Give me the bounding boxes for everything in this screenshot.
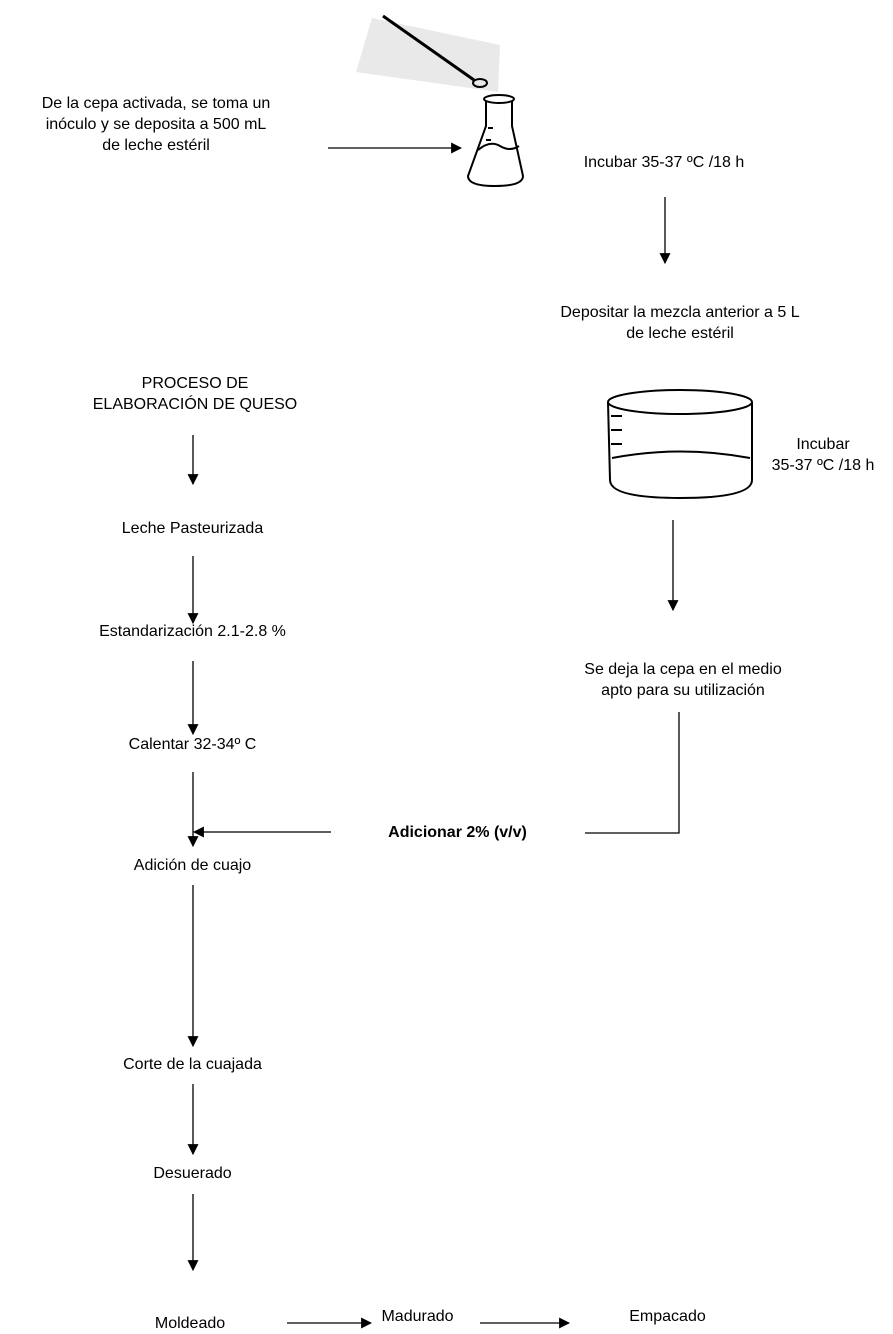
step-whey-draining: Desuerado	[153, 1165, 232, 1182]
inoculating-loop-icon	[356, 14, 500, 92]
process-title: PROCESO DE ELABORACIÓN DE QUESO	[92, 375, 298, 413]
step-rennet-addition: Adición de cuajo	[133, 857, 252, 874]
step-ripening: Madurado	[381, 1308, 454, 1325]
add-culture-label: Adicionar 2% (v/v)	[388, 824, 527, 841]
beaker-incubation-label: Incubar 35-37 ºC /18 h	[771, 436, 875, 474]
step-curd-cutting: Corte de la cuajada	[123, 1056, 262, 1073]
step-packaging: Empacado	[629, 1308, 706, 1325]
culture-ready-label: Se deja la cepa en el medio apto para su…	[584, 661, 782, 699]
step-heating: Calentar 32-34º C	[128, 736, 257, 753]
step-pasteurized-milk: Leche Pasteurizada	[121, 520, 264, 537]
graduated-beaker-icon	[607, 389, 753, 500]
connector-ready-to-addition	[585, 712, 680, 834]
inoculum-step-label: De la cepa activada, se toma un inóculo …	[41, 95, 271, 154]
transfer-label: Depositar la mezcla anterior a 5 L de le…	[560, 304, 800, 342]
flask-incubation-label: Incubar 35-37 ºC /18 h	[583, 154, 745, 171]
step-molding: Moldeado	[154, 1315, 226, 1332]
step-standardization: Estandarización 2.1-2.8 %	[99, 623, 286, 640]
erlenmeyer-flask-icon	[466, 94, 525, 188]
